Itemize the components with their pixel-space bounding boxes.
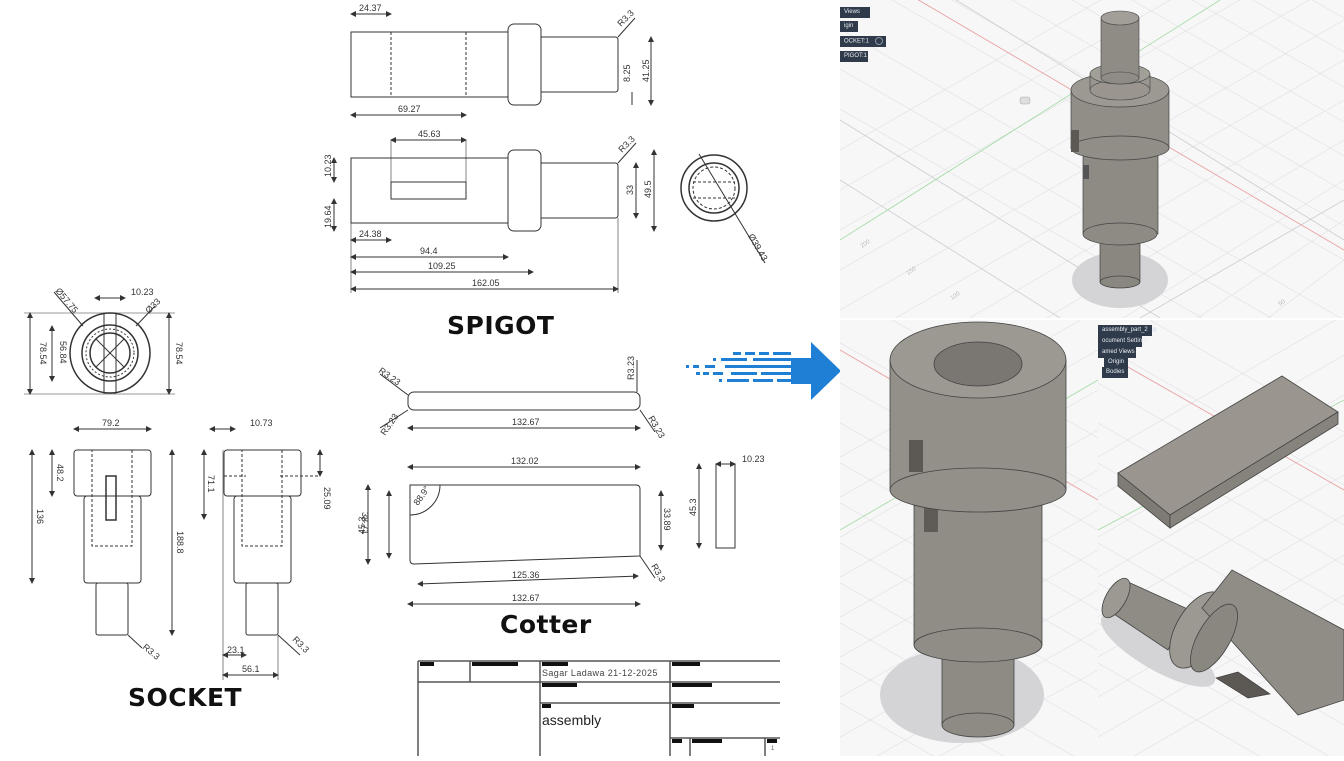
browser-bodies[interactable]: Bodies [1102,367,1128,378]
dim-text: 45.63 [418,129,441,139]
dim-text: R3.23 [377,365,402,387]
cad-viewport-parts[interactable]: assembly_part_2 ocument Settings amed Vi… [1098,320,1344,756]
title-block-redactions [420,662,777,743]
dim-text: 24.37 [359,3,382,13]
dim-text: 33.89 [662,508,672,531]
browser-named-views[interactable]: Views [840,7,870,18]
browser-named-views[interactable]: amed Views [1098,347,1136,358]
dim-text: 94.4 [420,246,438,256]
title-block-sheet: 1 [771,746,775,752]
parts-render [1098,320,1344,756]
dim-text: 45.3 [357,516,367,534]
browser-origin[interactable]: igin [840,21,858,32]
drawing-canvas: 24.37 69.27 R3.3 8.25 41.25 45.63 10.23 … [24,3,780,756]
dim-text: 78.54 [174,342,184,365]
dim-text: Ø57.75 [53,286,80,315]
dim-text: 132.67 [512,593,540,603]
dim-text: R3.23 [646,414,667,440]
title-block-author-date: Sagar Ladawa 21-12-2025 [542,668,658,678]
browser-root-component[interactable]: assembly_part_2 [1098,325,1158,336]
cotter-label: Cotter [500,610,592,639]
socket-render [840,320,1098,756]
assembly-render: 200 150 100 50 [840,0,1344,318]
browser-socket-component[interactable]: OCKET:1 [840,36,886,47]
dim-text: 79.2 [102,418,120,428]
dim-text: Ø33 [143,296,162,315]
svg-text:150: 150 [906,266,918,277]
dim-text: 33 [625,185,635,195]
dim-text: 188.8 [175,531,185,554]
dim-text: R3.3 [141,642,162,662]
title-block-drawing-name: assembly [542,712,602,728]
browser-document-settings[interactable]: ocument Settings [1098,336,1148,347]
dim-text: Ø39.43 [746,232,769,263]
dim-text: 88.9° [411,484,432,507]
dim-text: 109.25 [428,261,456,271]
dim-text: 38.71 [360,512,370,535]
transform-arrow-icon [683,340,843,405]
dim-text: 10.23 [742,454,765,464]
socket-component-label: OCKET:1 [844,38,870,45]
dim-text: R3.23 [378,412,400,437]
dim-text: 48.2 [55,464,65,482]
browser-origin[interactable]: Origin [1104,357,1128,368]
dim-text: R3.3 [616,134,637,155]
visibility-toggle-icon[interactable] [874,37,883,45]
dim-text: 10.23 [323,154,333,177]
dim-text: R3.23 [626,356,636,380]
dim-text: 49.5 [643,180,653,198]
svg-text:50: 50 [1278,299,1287,308]
socket-label: SOCKET [128,683,243,712]
dim-text: 162.05 [472,278,500,288]
dim-text: 10.23 [131,287,154,297]
dim-text: 10.73 [250,418,273,428]
dim-text: R3.3 [615,8,636,29]
dim-text: 25.09 [322,487,332,510]
svg-text:100: 100 [950,291,962,302]
dim-text: 8.25 [622,64,632,82]
dim-text: 45.3 [688,498,698,516]
dim-text: 71.1 [206,475,216,493]
dim-text: 56.1 [242,664,260,674]
dim-text: 132.67 [512,417,540,427]
dim-text: 78.54 [38,342,48,365]
dim-text: 19.64 [323,205,333,228]
cad-viewport-assembly[interactable]: 200 150 100 50 Views igin OCKET:1 PIGOT:… [840,0,1344,318]
settings-icon[interactable] [1152,326,1158,332]
dim-text: 23.1 [227,645,245,655]
dim-text: 136 [35,509,45,524]
browser-spigot-component[interactable]: PIGOT:1 [840,51,868,62]
cad-viewport-socket[interactable] [840,320,1098,756]
dim-text: 132.02 [511,456,539,466]
dim-text: R3.3 [291,634,312,655]
spigot-label: SPIGOT [447,311,555,340]
dim-text: 69.27 [398,104,421,114]
engineering-drawing: 24.37 69.27 R3.3 8.25 41.25 45.63 10.23 … [24,3,780,756]
dim-text: 41.25 [641,59,651,82]
dim-text: 24.38 [359,229,382,239]
dim-text: 56.84 [58,341,68,364]
svg-text:200: 200 [860,239,872,250]
dim-text: 125.36 [512,570,540,580]
root-component-label: assembly_part_2 [1102,327,1148,333]
